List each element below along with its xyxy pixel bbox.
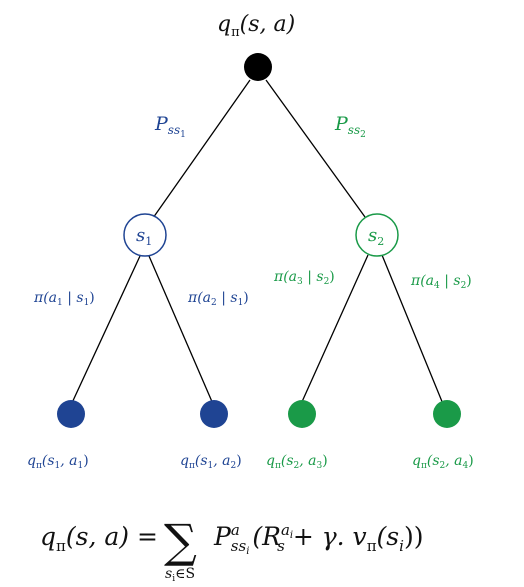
root-node [244,53,272,81]
summation-index: si∈S [165,566,195,584]
policy-label-3: π(a3 | s2) [273,269,335,287]
state-label-s1: s1 [136,225,152,248]
edge-root-s2 [265,79,366,218]
state-node-s2 [355,213,399,257]
policy-label-4: π(a4 | s2) [410,273,472,291]
policy-label-1: π(a1 | s1) [33,290,95,308]
leaf-node-2 [200,400,228,428]
leaf-label-2: qπ(s1, a2) [180,453,242,471]
root-label: qπ(s, a) [217,12,295,40]
state-node-s1 [123,213,167,257]
edge-s1-leaf2 [148,255,214,405]
state-label-s2: s2 [368,225,384,248]
leaf-node-4 [433,400,461,428]
leaf-node-1 [57,400,85,428]
edge-s2-leaf3 [300,254,369,405]
summation-symbol: ∑ [164,514,197,568]
leaf-label-1: qπ(s1, a1) [27,453,89,471]
leaf-label-4: qπ(s2, a4) [412,453,474,471]
leaf-node-3 [288,400,316,428]
tree-edges [70,79,444,406]
equation-lhs: qπ(s, a) = [40,522,158,555]
edge-s2-leaf4 [381,254,444,405]
policy-label-2: π(a2 | s1) [187,290,249,308]
leaf-label-3: qπ(s2, a3) [266,453,328,471]
edge-root-s1 [152,79,251,219]
transition-label-1: Pss1 [154,113,186,140]
transition-label-2: Pss2 [334,113,366,140]
edge-s1-leaf1 [70,255,141,406]
